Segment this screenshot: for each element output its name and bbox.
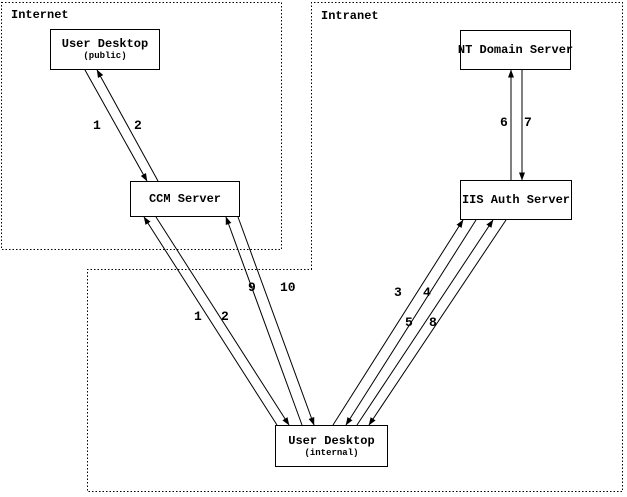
node-nt-domain-server: NT Domain Server bbox=[457, 30, 574, 70]
node-title: NT Domain Server bbox=[457, 43, 574, 57]
node-title: User Desktop bbox=[61, 37, 149, 51]
edge-label-2-internal: 2 bbox=[221, 309, 229, 324]
internet-zone-label: Internet bbox=[10, 8, 70, 22]
node-title: IIS Auth Server bbox=[461, 193, 571, 207]
arrow-ccm-to-internal-desktop bbox=[155, 216, 290, 426]
node-user-desktop-public: User Desktop (public) bbox=[50, 29, 160, 70]
arrow-ccm-to-public-desktop bbox=[96, 69, 159, 182]
node-subtitle: (public) bbox=[83, 51, 127, 61]
intranet-zone-label: Intranet bbox=[320, 9, 380, 23]
edge-label-6: 6 bbox=[500, 115, 508, 130]
arrow-iis-to-internal-desktop-4 bbox=[345, 219, 477, 426]
edge-label-5: 5 bbox=[405, 315, 413, 330]
intranet-zone-border bbox=[87, 2, 623, 492]
edge-label-4: 4 bbox=[423, 285, 431, 300]
edge-label-9: 9 bbox=[248, 280, 256, 295]
arrow-public-desktop-to-ccm bbox=[84, 69, 148, 182]
arrow-internal-desktop-to-ccm-9 bbox=[225, 216, 303, 426]
arrow-ccm-to-internal-desktop-10 bbox=[237, 216, 315, 426]
node-iis-auth-server: IIS Auth Server bbox=[460, 180, 572, 220]
edge-label-10: 10 bbox=[280, 280, 296, 295]
node-ccm-server: CCM Server bbox=[130, 181, 240, 217]
node-title: User Desktop bbox=[288, 433, 375, 448]
arrow-iis-to-internal-desktop-8 bbox=[368, 219, 507, 426]
node-subtitle: (internal) bbox=[304, 447, 359, 458]
edge-label-8: 8 bbox=[429, 315, 437, 330]
edge-label-1-public: 1 bbox=[93, 118, 101, 133]
internet-zone-border bbox=[1, 2, 282, 250]
edge-label-1-internal: 1 bbox=[194, 309, 202, 324]
arrow-internal-desktop-to-iis-5 bbox=[356, 219, 494, 426]
arrow-internal-desktop-to-iis-3 bbox=[332, 219, 464, 426]
arrow-internal-desktop-to-ccm bbox=[143, 216, 278, 426]
edge-label-7: 7 bbox=[524, 115, 532, 130]
node-title: CCM Server bbox=[148, 192, 221, 206]
edge-label-3: 3 bbox=[394, 285, 402, 300]
edge-label-2-public: 2 bbox=[134, 118, 142, 133]
node-user-desktop-internal: User Desktop (internal) bbox=[275, 425, 388, 467]
